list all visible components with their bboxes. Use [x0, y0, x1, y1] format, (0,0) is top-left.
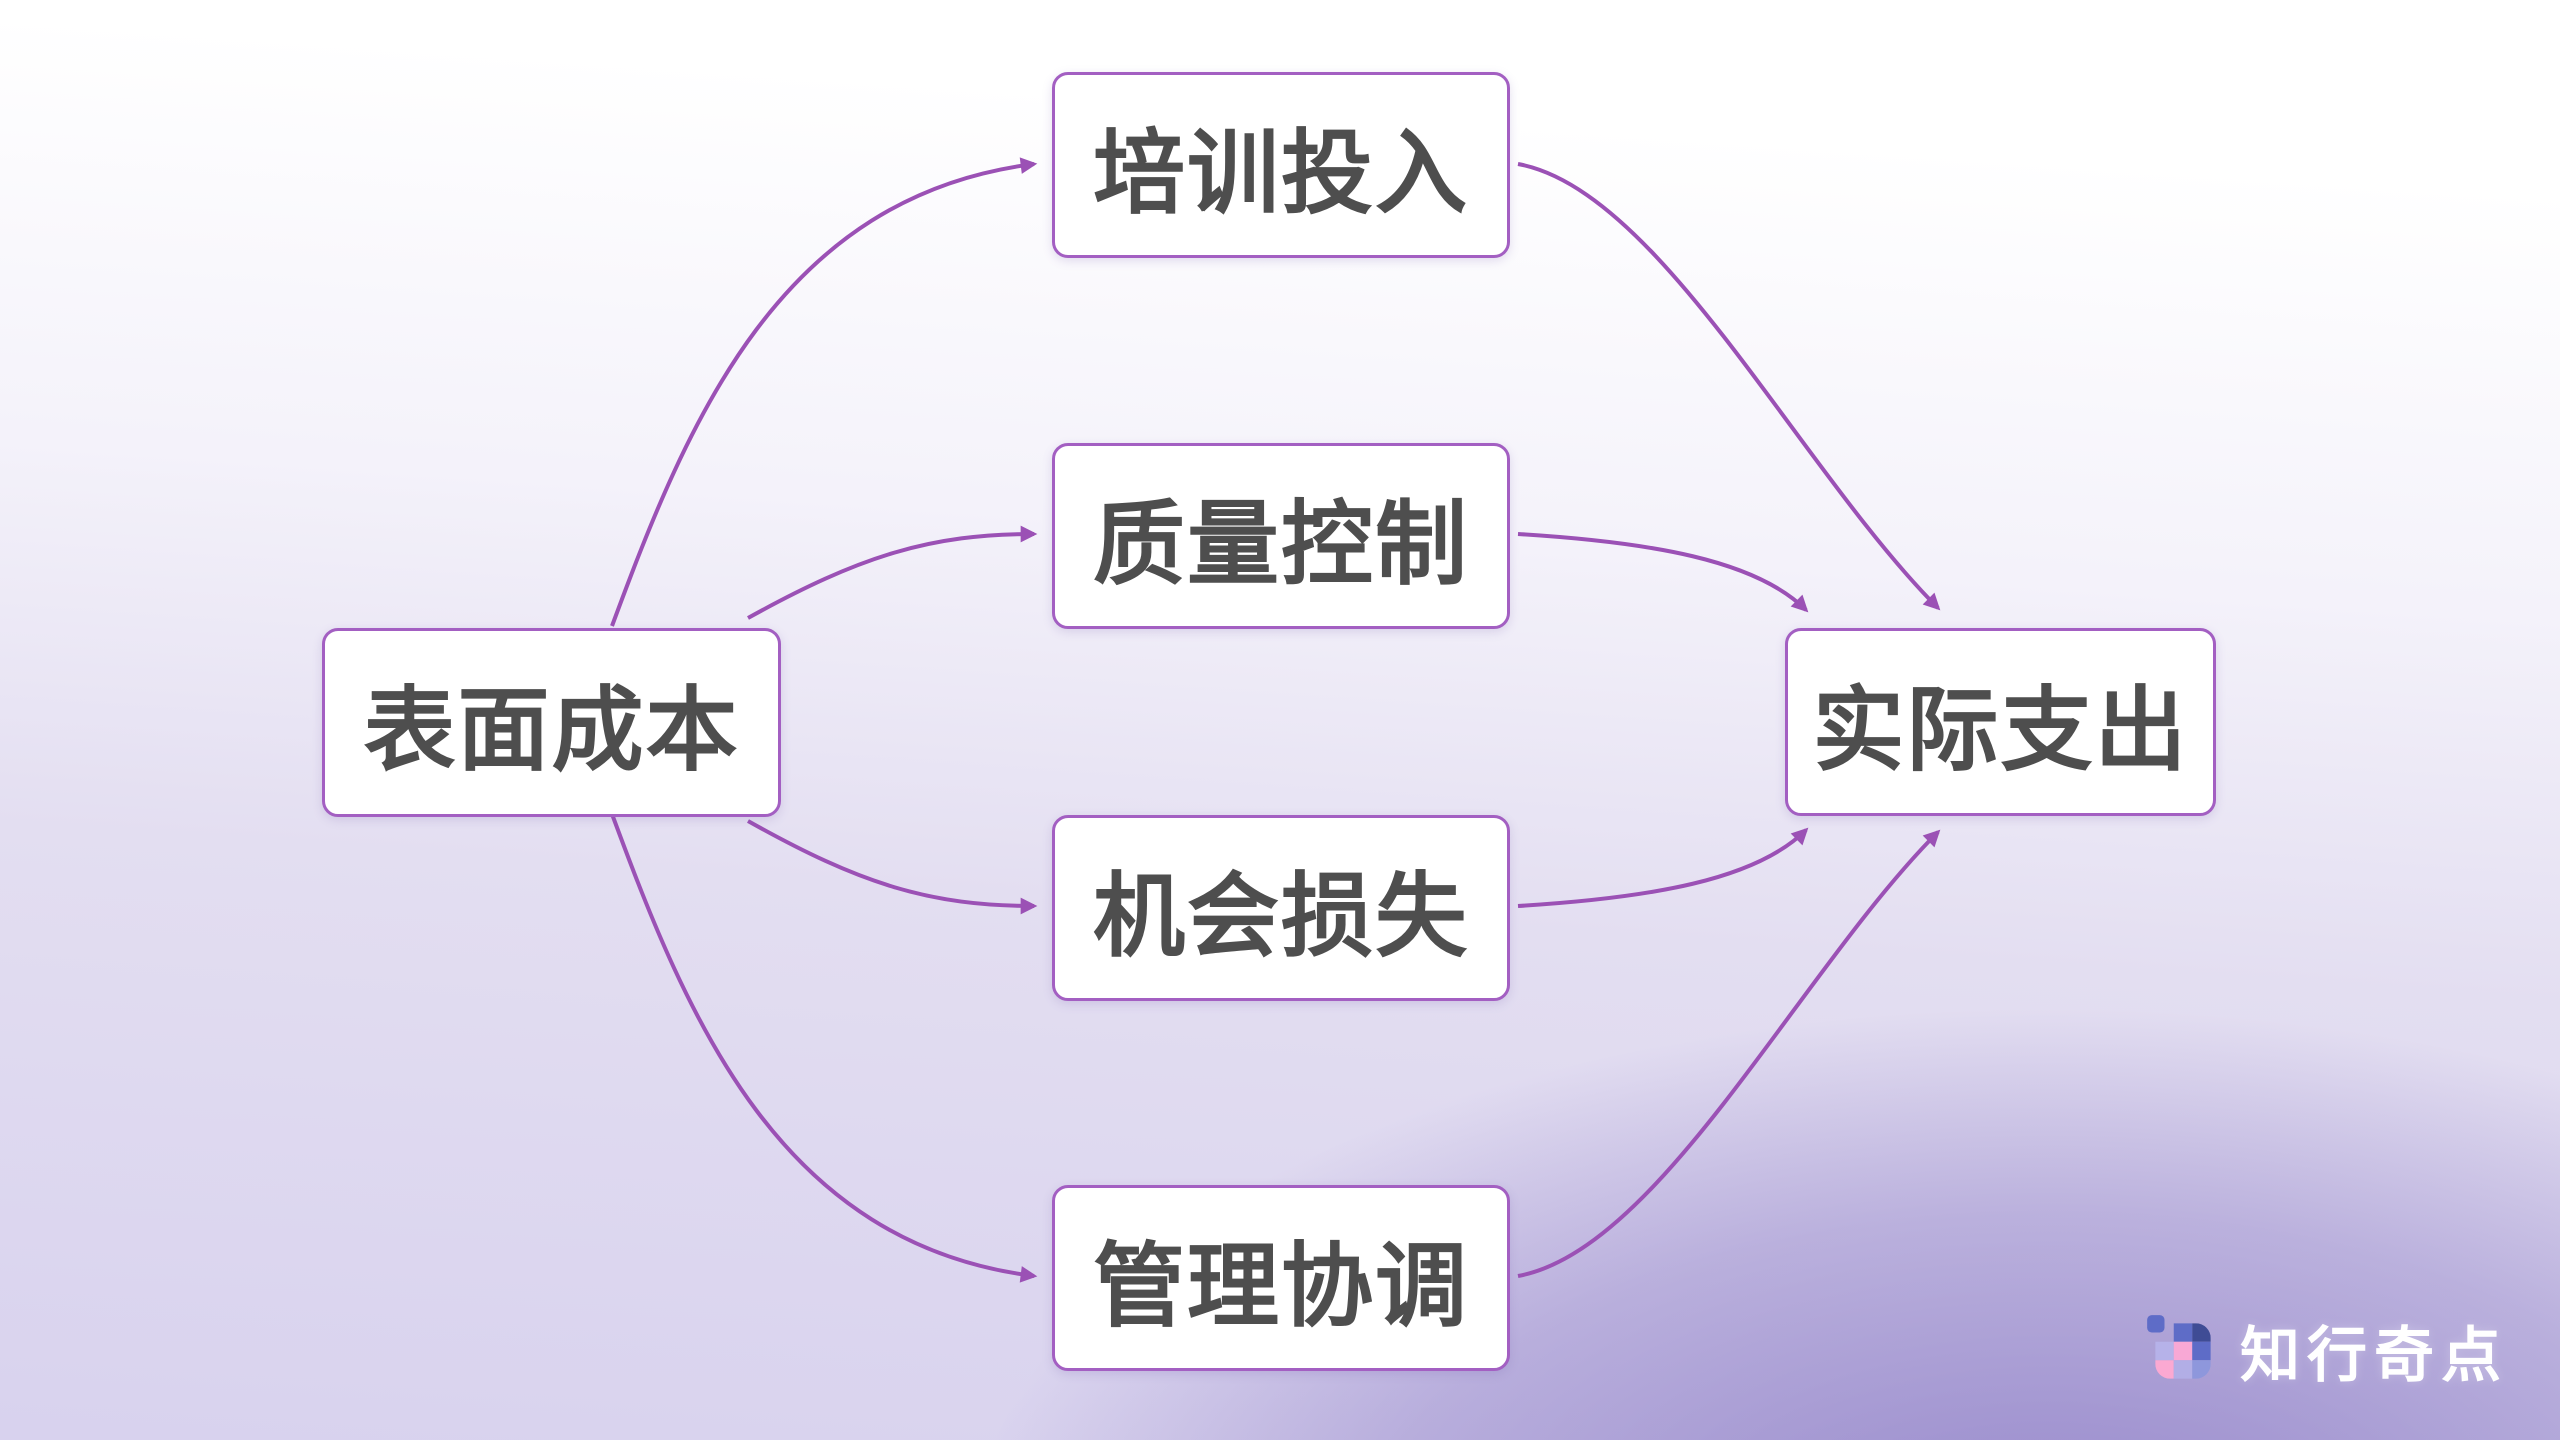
node-quality-control: 质量控制: [1052, 443, 1510, 629]
edge-source-to-opportunity: [747, 819, 1038, 915]
node-actual-expenditure: 实际支出: [1785, 628, 2216, 816]
brand-logo: 知行奇点: [2146, 1307, 2508, 1394]
edge-quality-to-target: [1517, 532, 1809, 613]
edge-opportunity-to-target: [1517, 827, 1809, 908]
edge-training-to-target: [1517, 162, 1941, 611]
edge-source-to-training: [610, 157, 1038, 627]
edge-source-to-quality: [747, 525, 1038, 620]
node-training-investment: 培训投入: [1052, 72, 1510, 258]
brand-logo-text: 知行奇点: [2240, 1322, 2508, 1389]
grid-squares-icon: [2147, 1314, 2211, 1379]
node-management-coordination: 管理协调: [1052, 1185, 1510, 1371]
node-opportunity-loss: 机会损失: [1052, 815, 1510, 1001]
edge-source-to-management: [610, 813, 1038, 1283]
edge-management-to-target: [1517, 829, 1941, 1278]
node-surface-cost: 表面成本: [322, 628, 781, 817]
